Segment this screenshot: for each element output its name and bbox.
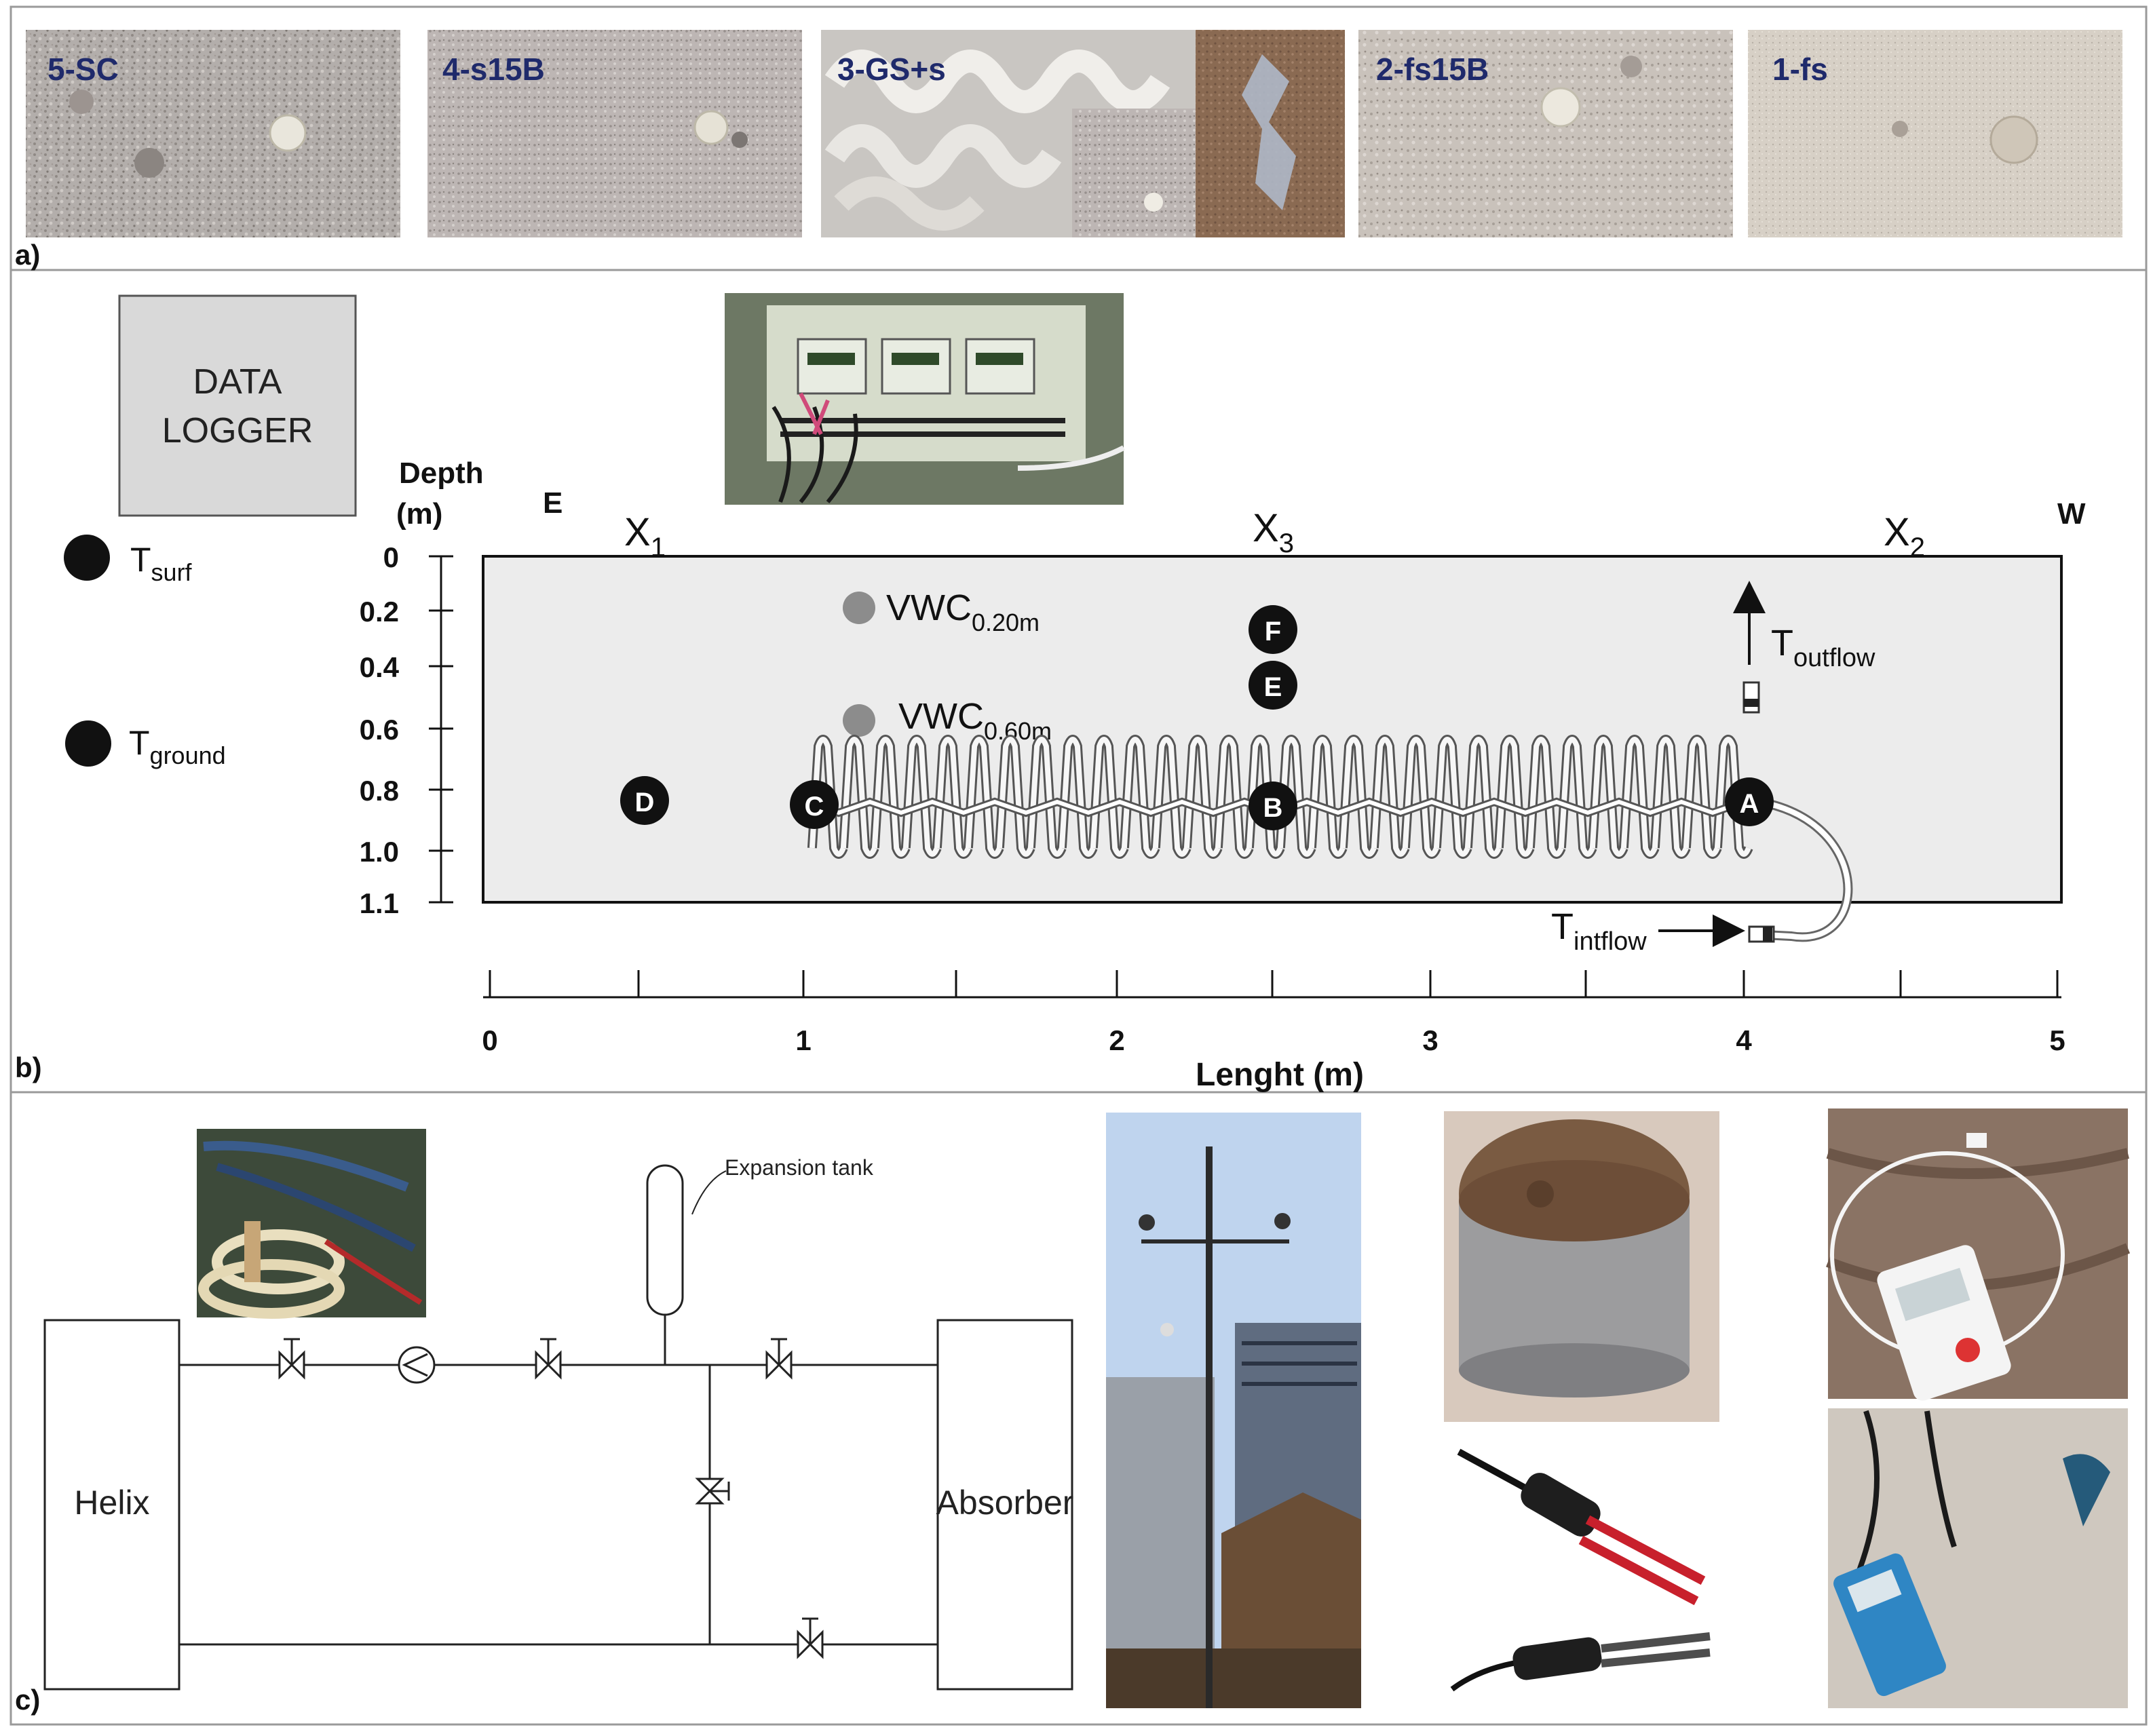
vwc-sensor-020 [843, 592, 875, 624]
vwc-sensor-060 [843, 704, 875, 737]
svg-text:A: A [1740, 789, 1759, 819]
temperature-logger-photo [1826, 1108, 2131, 1401]
data-logger-line2: LOGGER [162, 411, 313, 450]
length-tick-label: 5 [2049, 1024, 2065, 1056]
sensor-e: E [1249, 661, 1297, 710]
absorber-box [936, 1319, 1073, 1691]
data-logger-photo [725, 293, 1125, 505]
panel-a-letter: a) [15, 239, 40, 271]
sample-label-3: 3-GS+s [837, 52, 946, 87]
handheld-meter-photo [1828, 1408, 2128, 1708]
svg-text:D: D [635, 788, 655, 817]
depth-tick-label: 1.1 [360, 887, 399, 919]
depth-axis-title-2: (m) [396, 497, 442, 531]
panel-c-letter: c) [15, 1684, 40, 1716]
length-tick-label: 4 [1736, 1024, 1752, 1056]
valve-1 [278, 1338, 305, 1380]
sample-photo-4 [427, 30, 802, 237]
helix-photo [197, 1129, 426, 1319]
svg-text:E: E [1264, 672, 1282, 702]
svg-text:C: C [805, 792, 824, 822]
depth-tick-label: 0.6 [360, 714, 399, 746]
sample-photo-1 [1748, 30, 2122, 237]
absorber-box-label: Absorber [936, 1484, 1074, 1522]
legend-ground-label: Tground [129, 724, 226, 769]
sample-label-5: 5-SC [47, 52, 119, 87]
inflow-label: Tintflow [1551, 906, 1647, 956]
expansion-tank [646, 1164, 684, 1316]
sample-photo-2 [1358, 30, 1733, 237]
expansion-tank-label: Expansion tank [725, 1155, 874, 1180]
data-logger-line1: DATA [193, 362, 282, 402]
depth-axis-ticks: 0 0.2 0.4 0.6 0.8 1.0 1.1 [360, 541, 453, 919]
length-axis-ticks: 0 1 2 3 4 5 [482, 970, 2065, 1056]
length-tick-label: 3 [1422, 1024, 1438, 1056]
sensor-d: D [620, 776, 669, 825]
svg-text:F: F [1265, 617, 1281, 647]
panel-b-letter: b) [15, 1052, 42, 1083]
sample-label-2: 2-fs15B [1376, 52, 1489, 87]
data-logger-box [118, 294, 357, 517]
depth-axis-title-1: Depth [399, 457, 484, 490]
depth-tick-label: 0.2 [360, 596, 399, 628]
valve-4 [797, 1617, 824, 1659]
depth-tick-label: 0.4 [360, 651, 400, 683]
outflow-label: Toutflow [1771, 623, 1875, 672]
sensor-b: B [1249, 782, 1297, 830]
valve-3 [765, 1338, 793, 1380]
vwc-060-label: VWC0.60m [898, 696, 1052, 745]
sample-label-1: 1-fs [1772, 52, 1828, 87]
section-x2-label: X2 [1884, 510, 1925, 562]
section-x3-label: X3 [1253, 506, 1294, 558]
legend-surf-label: Tsurf [130, 541, 193, 586]
helix-box [43, 1319, 180, 1691]
section-x1-label: X1 [624, 510, 666, 562]
valve-bypass [695, 1478, 730, 1505]
soil-core-photo [1444, 1111, 1719, 1422]
sample-photo-3 [821, 30, 1345, 237]
svg-text:B: B [1263, 793, 1283, 823]
sensor-a: A [1725, 777, 1774, 826]
sample-photo-5 [26, 30, 400, 237]
west-label: W [2057, 497, 2086, 531]
length-tick-label: 2 [1109, 1024, 1124, 1056]
vwc-020-label: VWC0.20m [886, 587, 1040, 636]
helix-box-label: Helix [74, 1484, 149, 1522]
helix-coil-inner [809, 737, 1751, 857]
length-tick-label: 1 [795, 1024, 811, 1056]
east-label: E [543, 486, 563, 520]
length-axis-title: Lenght (m) [1196, 1057, 1364, 1093]
depth-tick-label: 0.8 [360, 775, 399, 807]
depth-tick-label: 1.0 [360, 836, 399, 868]
sensor-f: F [1249, 605, 1297, 654]
length-tick-label: 0 [482, 1024, 497, 1056]
sensor-c: C [790, 780, 839, 829]
moisture-probes-photo [1444, 1437, 1719, 1708]
weather-station-photo [1106, 1113, 1361, 1708]
legend-ground-marker [65, 720, 111, 767]
depth-tick-label: 0 [383, 541, 399, 573]
outflow-connector [1742, 681, 1760, 714]
pump [398, 1346, 436, 1384]
legend-surf-marker [64, 535, 110, 581]
valve-2 [535, 1338, 562, 1380]
sample-label-4: 4-s15B [442, 52, 545, 87]
panel-c-frame [9, 1091, 2148, 1726]
